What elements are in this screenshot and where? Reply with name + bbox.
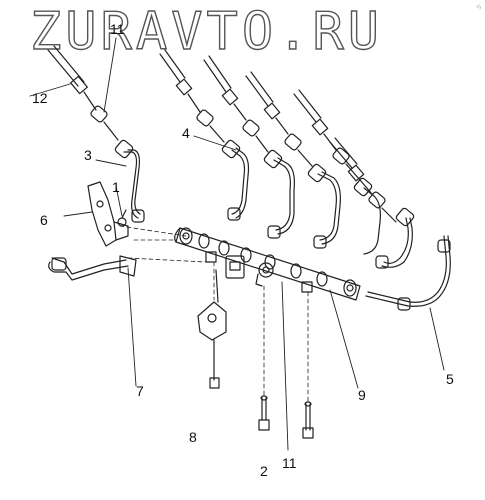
bolt-2: [258, 395, 270, 431]
bracket-6: [87, 181, 129, 247]
watermark: ZURAVTO.RU: [29, 1, 384, 62]
injector-pipe-12: [47, 45, 134, 159]
callout-1: 1: [112, 179, 120, 195]
injector-pipe-upper-c: [245, 71, 327, 183]
callout-6: 6: [40, 212, 48, 228]
fuel-lines: [123, 147, 451, 311]
bolt-11-lower: [302, 401, 314, 439]
callout-5: 5: [446, 371, 454, 387]
callout-4: 4: [182, 125, 190, 141]
injector-pipe-upper-a: [159, 49, 241, 159]
injector-pipe-upper-e: [329, 137, 415, 227]
injector-pipe-group: [47, 45, 415, 227]
assembly-guides: [119, 225, 309, 403]
injector-pipe-upper-b: [203, 55, 283, 169]
callout-10: 11: [110, 21, 125, 37]
return-pipe-7: [48, 255, 137, 281]
callout-8: 8: [189, 429, 197, 445]
callout-2: 2: [260, 463, 268, 479]
callout-11: 11: [282, 455, 297, 471]
callout-9: 9: [358, 387, 366, 403]
callout-7: 7: [136, 383, 144, 399]
fuel-rail: [174, 227, 361, 301]
corner-mark: ⁿ⁄ₐ: [476, 4, 481, 10]
callout-12: 12: [32, 90, 48, 106]
leader-lines: [29, 37, 445, 451]
callout-3: 3: [84, 147, 92, 163]
bracket-8: [197, 269, 227, 389]
